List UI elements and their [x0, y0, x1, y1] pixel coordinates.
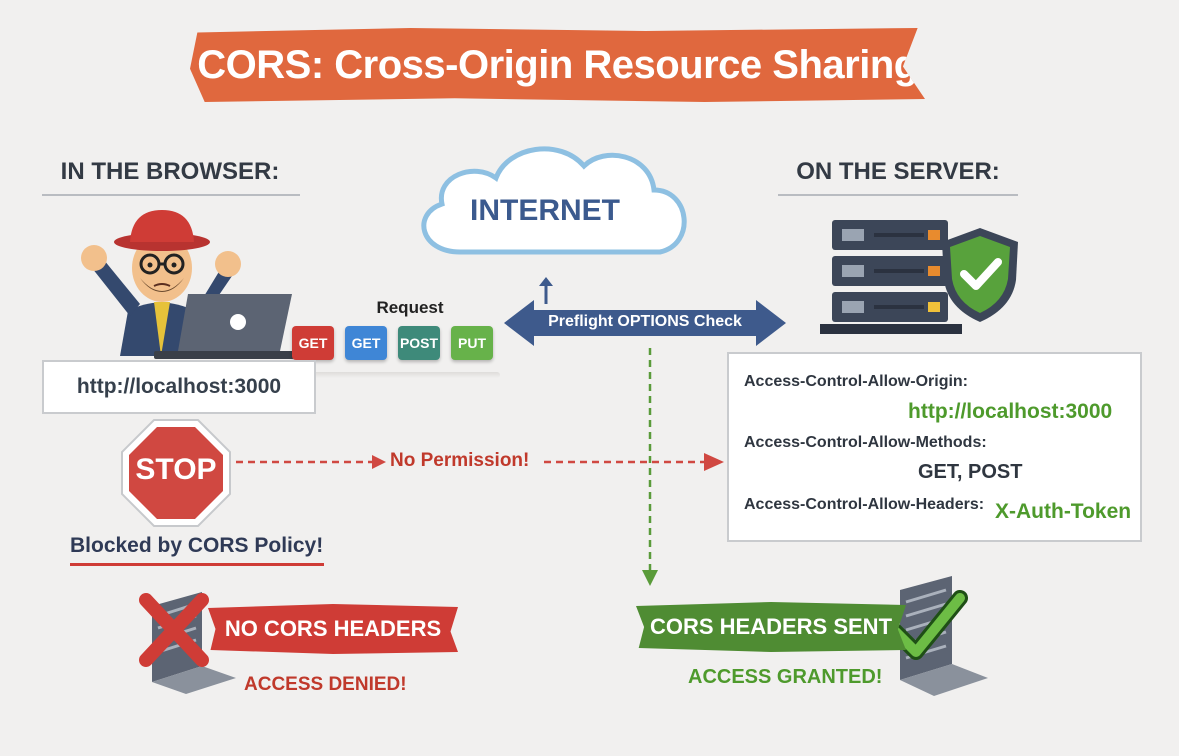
server-rack-icon — [820, 220, 962, 334]
access-granted-text: ACCESS GRANTED! — [688, 666, 883, 688]
no-permission-arrow — [236, 453, 724, 471]
request-label: Request — [376, 298, 444, 317]
allow-headers-label: Access-Control-Allow-Headers: — [744, 496, 985, 513]
method-badge-put: PUT — [451, 326, 493, 360]
server-headers-box — [727, 352, 1142, 542]
cors-headers-sent-banner: CORS HEADERS SENT — [636, 602, 906, 652]
shield-check-icon — [942, 228, 1018, 322]
granted-flow-arrow — [642, 348, 658, 586]
allow-headers-value: X-Auth-Token — [995, 500, 1132, 523]
server-heading-underline — [778, 194, 1018, 196]
browser-origin-box: http://localhost:3000 — [42, 360, 316, 414]
access-denied-text: ACCESS DENIED! — [244, 674, 407, 695]
browser-heading-underline — [42, 194, 300, 196]
request-shadow — [300, 372, 500, 378]
title-banner: CORS: Cross-Origin Resource Sharing — [190, 28, 925, 102]
method-badge-get-2: GET — [345, 326, 387, 360]
upload-arrow-icon — [539, 277, 553, 304]
server-heading: ON THE SERVER: — [796, 158, 1000, 185]
method-badge-post: POST — [398, 326, 440, 360]
blocked-underline — [70, 563, 324, 566]
allow-origin-label: Access-Control-Allow-Origin: — [744, 373, 969, 390]
allow-methods-value: GET, POST — [918, 461, 1023, 483]
no-permission-label: No Permission! — [390, 450, 530, 471]
blocked-text: Blocked by CORS Policy! — [70, 534, 324, 557]
cors-headers-sent-text: CORS HEADERS SENT — [649, 614, 893, 639]
internet-label: INTERNET — [470, 194, 620, 227]
granted-server-check-icon — [886, 576, 988, 696]
developer-avatar — [81, 210, 294, 359]
preflight-double-arrow — [504, 300, 786, 346]
browser-heading: IN THE BROWSER: — [60, 158, 280, 185]
preflight-label: Preflight OPTIONS Check — [548, 313, 742, 330]
blocked-server-x-icon — [139, 592, 236, 694]
cloud-icon — [421, 146, 687, 255]
stop-sign-icon — [121, 419, 231, 527]
stop-sign-label: STOP — [135, 453, 217, 486]
allow-methods-label: Access-Control-Allow-Methods: — [744, 434, 987, 451]
method-badge-get-1: GET — [292, 326, 334, 360]
no-cors-headers-banner: NO CORS HEADERS — [208, 604, 458, 654]
page-title: CORS: Cross-Origin Resource Sharing — [197, 42, 918, 87]
allow-origin-value: http://localhost:3000 — [908, 400, 1113, 423]
no-cors-headers-text: NO CORS HEADERS — [224, 616, 442, 641]
